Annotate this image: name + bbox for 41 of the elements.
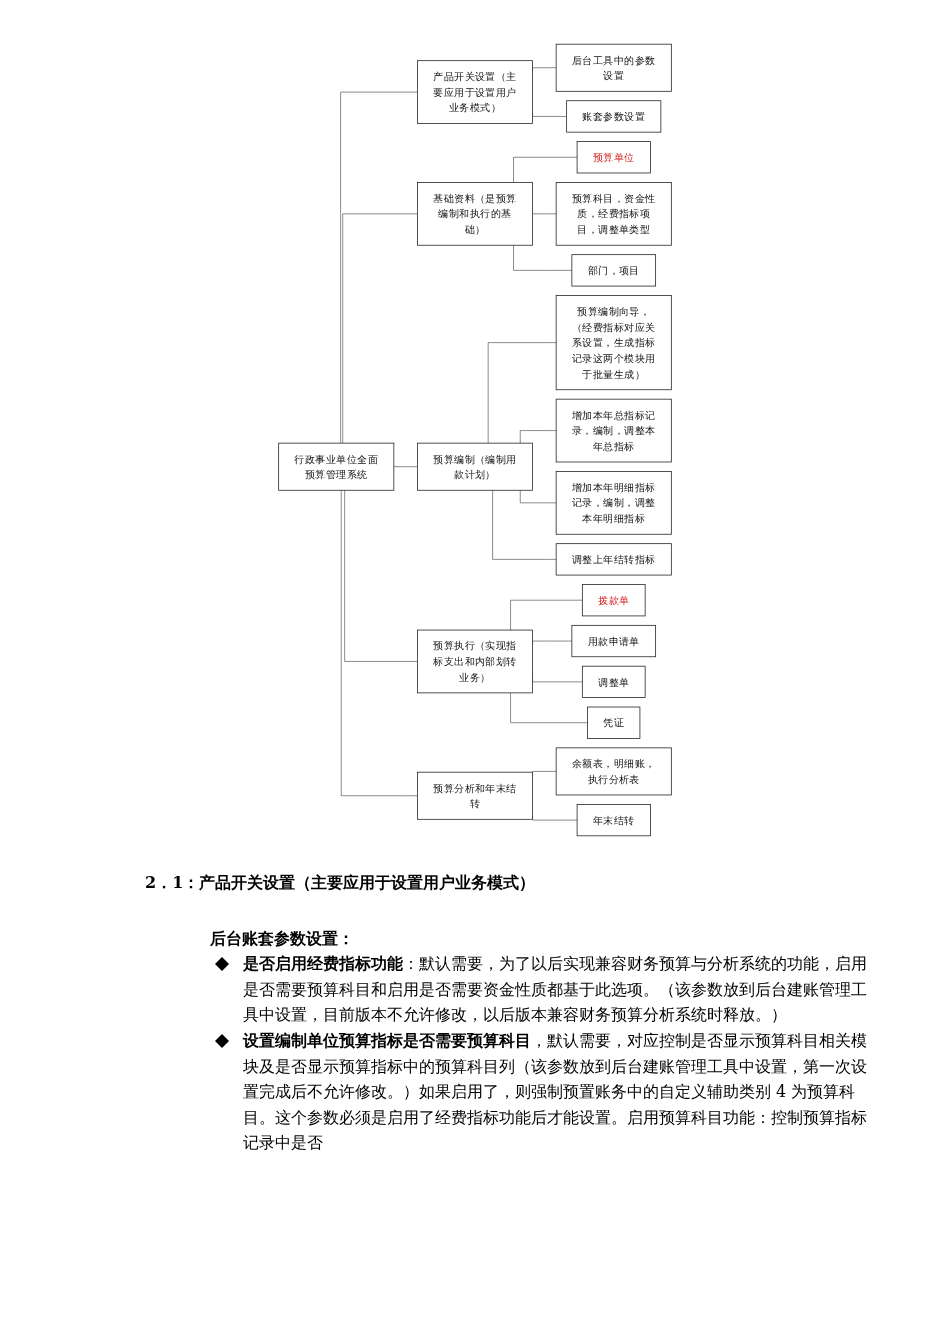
node-box: 预算单位 bbox=[576, 141, 651, 174]
node-box: 行政事业单位全面预算管理系统 bbox=[278, 442, 395, 491]
node-box: 预算编制（编制用款计划） bbox=[417, 442, 533, 491]
node-box: 预算科目，资金性质，经费指标项目，调整单类型 bbox=[555, 182, 672, 246]
node-box: 凭证 bbox=[587, 706, 641, 739]
node-box: 基础资料（是预算编制和执行的基础） bbox=[417, 182, 533, 246]
section-heading: 2．1：产品开关设置（主要应用于设置用户业务模式） bbox=[145, 872, 537, 894]
node-box: 后台工具中的参数设置 bbox=[555, 43, 672, 92]
paragraph: 是否启用经费指标功能：默认需要，为了以后实现兼容财务预算与分析系统的功能，启用是否需要预算科目和启用是否需要资金性质都基于此选项。（该参数放到后台建账管理工具中设置，目前版本不允许修改，以后版本兼容财务预算分析系统时释放。） bbox=[243, 953, 868, 1027]
connector bbox=[342, 213, 418, 444]
connector bbox=[487, 342, 557, 444]
connector bbox=[532, 678, 583, 683]
node-box: 预算编制向导，（经费指标对应关系设置，生成指标记录这两个模块用于批量生成） bbox=[555, 295, 672, 391]
node-box: 年末结转 bbox=[576, 804, 651, 837]
connector bbox=[393, 466, 418, 467]
connector bbox=[513, 157, 578, 183]
paragraph: 设置编制单位预算指标是否需要预算科目，默认需要，对应控制是否显示预算科目相关模块及是否显示预算指标中的预算科目列（该参数放到后台建账管理工具中设置，第一次设置完成后不允许修改。）如果启用了，则强制预置账务中的自定义辅助类别 4 为预算科目。这个参数必须是启用了经费指标功能后才能设置。启用预算科目功能：控制预算指标记录中是否 bbox=[243, 1029, 868, 1155]
connector bbox=[532, 640, 573, 645]
node-box: 余额表，明细账，执行分析表 bbox=[555, 747, 672, 796]
node-box: 调整上年结转指标 bbox=[555, 543, 672, 576]
subheading: 后台账套参数设置： bbox=[210, 927, 355, 950]
connector bbox=[510, 599, 583, 631]
connector bbox=[492, 490, 557, 560]
node-box: 调整单 bbox=[581, 665, 646, 698]
connector bbox=[340, 490, 418, 796]
node-box: 账套参数设置 bbox=[566, 100, 662, 133]
connector bbox=[344, 490, 418, 662]
node-box: 预算分析和年末结转 bbox=[417, 771, 533, 820]
node-box: 拨款单 bbox=[581, 584, 646, 617]
connector bbox=[513, 245, 573, 271]
node-box: 产品开关设置（主要应用于设置用户业务模式） bbox=[417, 60, 533, 124]
node-box: 用款申请单 bbox=[571, 624, 657, 658]
node-box: 增加本年明细指标记录，编制，调整本年明细指标 bbox=[555, 471, 672, 535]
connector bbox=[532, 213, 557, 215]
node-box: 预算执行（实现指标支出和内部划转业务） bbox=[417, 629, 533, 694]
connector bbox=[520, 490, 557, 504]
connector bbox=[520, 430, 557, 444]
connector bbox=[510, 692, 588, 723]
node-box: 部门，项目 bbox=[571, 254, 657, 287]
connector bbox=[340, 91, 418, 444]
node-box: 增加本年总指标记录，编制，调整本年总指标 bbox=[555, 398, 672, 463]
